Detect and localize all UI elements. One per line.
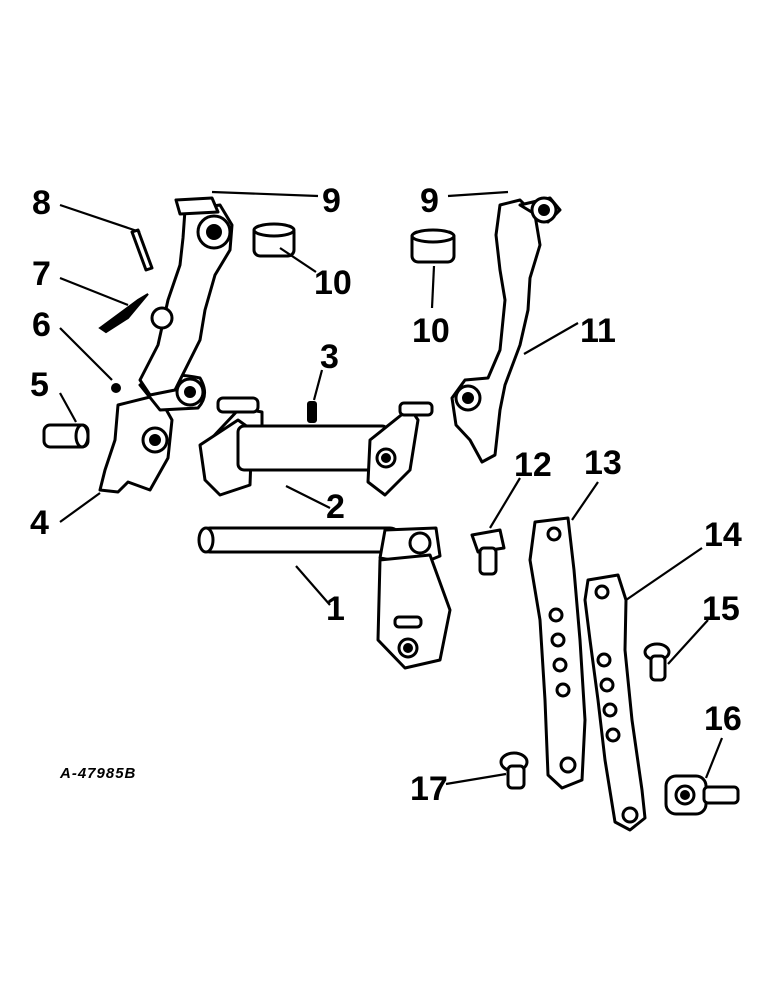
part-16-fitting bbox=[664, 774, 740, 816]
part-17-bolt bbox=[499, 751, 529, 790]
part-8-pin bbox=[130, 228, 154, 272]
part-2-cross-tube bbox=[198, 396, 434, 497]
callout-8: 8 bbox=[32, 184, 51, 222]
callout-3: 3 bbox=[320, 338, 339, 376]
part-14-strap bbox=[583, 573, 647, 832]
callout-12: 12 bbox=[514, 446, 552, 484]
callout-7: 7 bbox=[32, 255, 51, 293]
callout-13: 13 bbox=[584, 444, 622, 482]
callout-4: 4 bbox=[30, 504, 49, 542]
callout-9-left: 9 bbox=[322, 182, 341, 220]
part-1-shaft bbox=[197, 526, 452, 670]
callout-15: 15 bbox=[702, 590, 740, 628]
drawing-id: A-47985B bbox=[59, 765, 136, 782]
part-13-strap bbox=[528, 516, 587, 790]
part-15-bolt bbox=[643, 642, 671, 682]
part-4-lever bbox=[98, 373, 206, 494]
callout-2: 2 bbox=[326, 488, 345, 526]
callout-10-right: 10 bbox=[412, 312, 450, 350]
part-6-fitting bbox=[111, 383, 121, 393]
left-upper-bracket bbox=[138, 196, 234, 397]
callout-10-left: 10 bbox=[314, 264, 352, 302]
callout-11: 11 bbox=[580, 312, 616, 350]
part-12-bolt bbox=[470, 528, 506, 576]
callout-1: 1 bbox=[326, 590, 345, 628]
part-7-wedge bbox=[98, 293, 149, 334]
callout-16: 16 bbox=[704, 700, 742, 738]
callout-14: 14 bbox=[704, 516, 742, 554]
part-10-right-bushing bbox=[410, 228, 456, 264]
part-5-bushing bbox=[42, 423, 90, 449]
leader-lines bbox=[59, 190, 724, 786]
callout-9-right: 9 bbox=[420, 182, 439, 220]
callout-17: 17 bbox=[410, 770, 448, 808]
callout-5: 5 bbox=[30, 366, 49, 404]
part-11-lever bbox=[450, 196, 562, 464]
part-3-screw bbox=[307, 401, 317, 423]
callout-6: 6 bbox=[32, 306, 51, 344]
part-10-left-bushing bbox=[252, 222, 296, 258]
callout-labels: 8 7 6 5 4 9 10 3 2 1 9 10 11 12 13 14 15… bbox=[30, 182, 742, 808]
